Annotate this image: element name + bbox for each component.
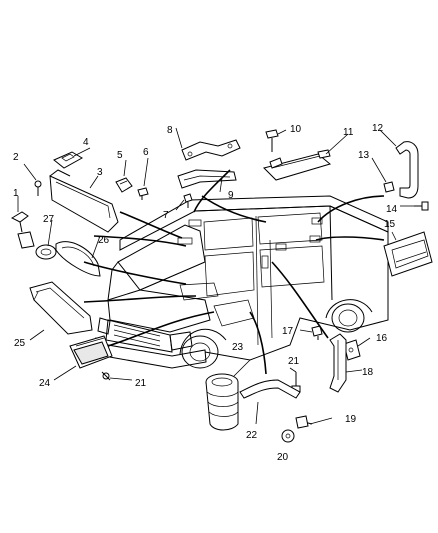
callout-6: 6 [143, 147, 149, 158]
part-13-cap [383, 181, 395, 193]
part-21-screw-lower [101, 371, 111, 381]
part-17-screw [311, 325, 323, 340]
callout-22: 22 [246, 430, 258, 441]
part-20-screw [281, 429, 295, 443]
callout-19: 19 [345, 414, 357, 425]
callout-7: 7 [163, 210, 169, 221]
callout-11: 11 [343, 127, 354, 138]
callout-labels: 1 2 3 4 5 6 7 8 9 10 11 12 13 14 15 16 1… [13, 123, 398, 463]
part-12-assist-handle [395, 141, 419, 199]
part-25-air-duct [29, 281, 93, 335]
part-4-visor-clip [53, 151, 83, 169]
part-16-clip [343, 339, 361, 361]
part-24-storage-tray [69, 335, 113, 369]
callout-14: 14 [386, 204, 398, 215]
callout-21-right: 21 [288, 356, 300, 367]
leader-lines [17, 127, 414, 425]
part-6-screw [137, 187, 149, 200]
callout-24: 24 [39, 378, 51, 389]
callout-21-left: 21 [135, 378, 147, 389]
callout-27: 27 [43, 214, 55, 225]
callout-23: 23 [232, 342, 244, 353]
callout-4: 4 [83, 137, 89, 148]
van-body [94, 195, 389, 369]
callout-13: 13 [358, 150, 370, 161]
part-26-rear-view-mirror [55, 241, 101, 277]
callout-1: 1 [13, 188, 19, 199]
callout-10: 10 [290, 124, 302, 135]
part-8-bracket [181, 139, 241, 161]
callout-26: 26 [98, 235, 110, 246]
callout-25: 25 [14, 338, 26, 349]
part-15-panel [383, 231, 433, 277]
callout-5: 5 [117, 150, 123, 161]
part-2-screw [34, 180, 42, 196]
callout-2: 2 [13, 152, 19, 163]
part-14-screw [414, 201, 429, 211]
part-10-bolt [265, 129, 279, 152]
part-9-handle [177, 169, 237, 189]
part-18-grab-handle [329, 333, 347, 393]
part-22-strap [239, 379, 301, 399]
part-3-sun-visor [49, 169, 119, 233]
part-23-hose [205, 373, 239, 431]
callout-20: 20 [277, 452, 289, 463]
part-19-fastener [295, 415, 313, 429]
callout-8: 8 [167, 125, 173, 136]
callout-18: 18 [362, 367, 374, 378]
part-5-clip [115, 177, 133, 193]
callout-12: 12 [372, 123, 384, 134]
part-7-screw [183, 193, 193, 208]
callout-9: 9 [228, 190, 234, 201]
callout-3: 3 [97, 167, 103, 178]
part-27-mirror-mount [35, 244, 57, 260]
callout-15: 15 [384, 219, 396, 230]
callout-16: 16 [376, 333, 388, 344]
part-11-dome-lamp [263, 149, 332, 181]
part-1-hook [10, 211, 35, 249]
callout-17: 17 [282, 326, 294, 337]
